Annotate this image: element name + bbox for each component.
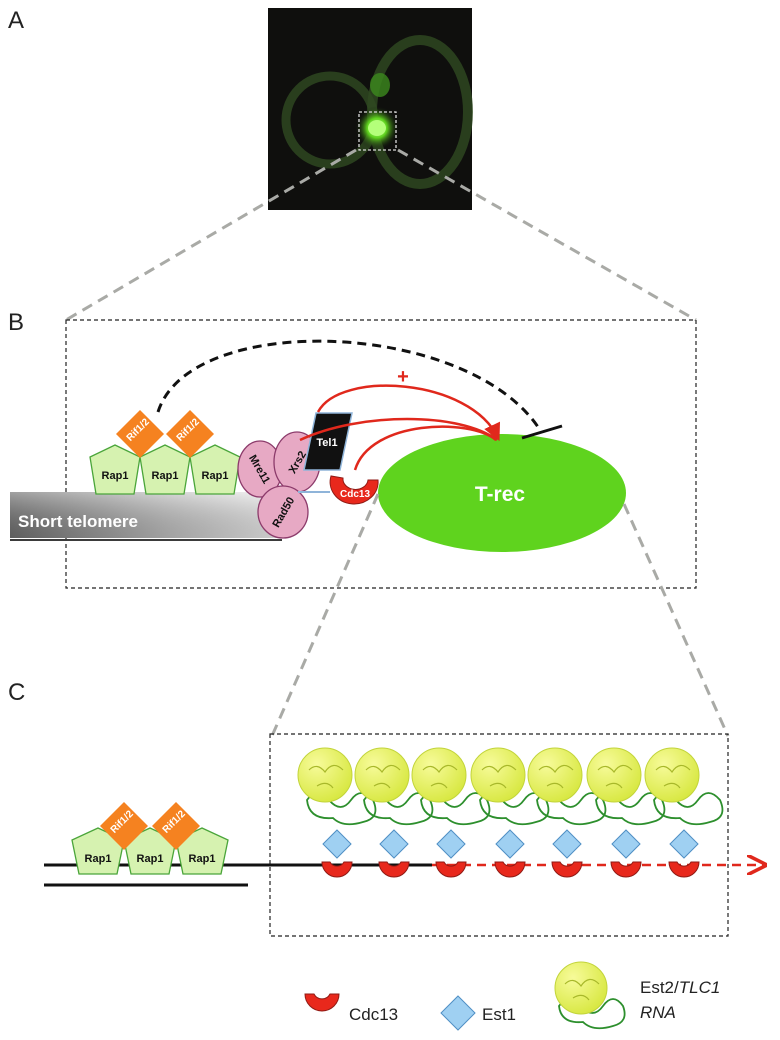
rap1-label: Rap1 <box>137 853 164 865</box>
rap1-proteins-b: Rap1 Rap1 Rap1 <box>89 444 241 495</box>
panel-b-label: B <box>8 309 24 336</box>
legend-est2-rna: RNA <box>640 1003 676 1022</box>
mrx-complex: Mre11 Xrs2 Rad50 <box>237 431 321 539</box>
rap1-proteins-c: Rap1 Rap1 Rap1 <box>71 827 229 875</box>
rap1-label: Rap1 <box>202 470 229 482</box>
panel-a-label: A <box>8 7 24 34</box>
cdc13-b: Cdc13 <box>298 475 379 505</box>
rap1-label: Rap1 <box>102 470 129 482</box>
microscopy-image <box>268 8 473 210</box>
zoom-box <box>358 111 397 151</box>
rap1-label: Rap1 <box>189 853 216 865</box>
short-telomere: Short telomere <box>10 492 291 541</box>
rap1-label: Rap1 <box>85 853 112 865</box>
legend: Cdc13 Est1 Est2/TLC1 RNA <box>304 961 720 1031</box>
short-telomere-label: Short telomere <box>18 512 138 531</box>
t-rec-label: T-rec <box>475 483 526 506</box>
rif-proteins-c: Rif1/2 Rif1/2 <box>100 802 200 850</box>
est2-tlc1-icon <box>554 961 626 1030</box>
positive-sign: + <box>397 366 409 388</box>
panel-c-frame <box>269 733 729 937</box>
telomerase-units <box>297 747 724 878</box>
panel-c-label: C <box>8 679 25 706</box>
tel1-label: Tel1 <box>316 437 337 449</box>
rif-proteins-b: Rif1/2 Rif1/2 <box>116 410 214 458</box>
cdc13-label: Cdc13 <box>340 489 370 500</box>
panel-b-frame <box>65 319 697 589</box>
rap1-label: Rap1 <box>152 470 179 482</box>
legend-est1: Est1 <box>482 1005 516 1024</box>
est1-icon <box>440 995 476 1031</box>
legend-est2-prefix: Est2/ <box>640 978 679 997</box>
legend-cdc13: Cdc13 <box>349 1005 398 1024</box>
legend-est2: Est2/TLC1 <box>640 978 720 997</box>
cdc13-icon <box>304 993 340 1012</box>
tel1-icon: Tel1 <box>303 412 353 471</box>
t-rec: T-rec <box>378 434 626 552</box>
regulation-arrows: + <box>156 339 563 471</box>
legend-est2-italic: TLC1 <box>679 978 721 997</box>
